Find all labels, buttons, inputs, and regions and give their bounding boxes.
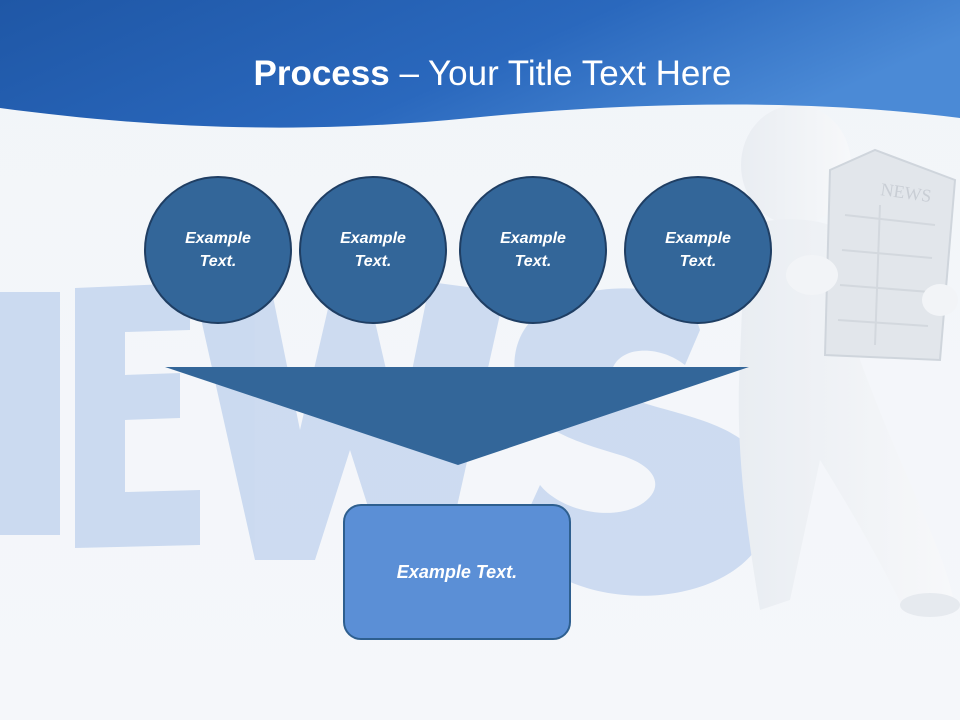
process-step-text-1: Example Text. xyxy=(185,230,251,270)
title-bold-part: Process xyxy=(253,54,390,93)
process-step-circle-1[interactable]: Example Text. xyxy=(144,176,292,324)
process-step-text-4: Example Text. xyxy=(665,230,731,270)
process-step-circle-2[interactable]: Example Text. xyxy=(299,176,447,324)
process-step-text-3: Example Text. xyxy=(500,230,566,270)
process-step-circle-4[interactable]: Example Text. xyxy=(624,176,772,324)
title-rest-part: – Your Title Text Here xyxy=(389,54,732,93)
process-step-circle-3[interactable]: Example Text. xyxy=(459,176,607,324)
process-step-text-2: Example Text. xyxy=(340,230,406,270)
news-letters-decoration xyxy=(0,282,773,596)
header-band xyxy=(0,0,960,128)
slide-title: Process – Your Title Text Here xyxy=(0,50,960,98)
figure-reading-newspaper-illustration: NEWS xyxy=(738,105,960,617)
funnel-arrow-shape[interactable] xyxy=(165,367,749,465)
result-box[interactable]: Example Text. xyxy=(343,504,571,640)
result-box-text: Example Text. xyxy=(396,561,518,582)
